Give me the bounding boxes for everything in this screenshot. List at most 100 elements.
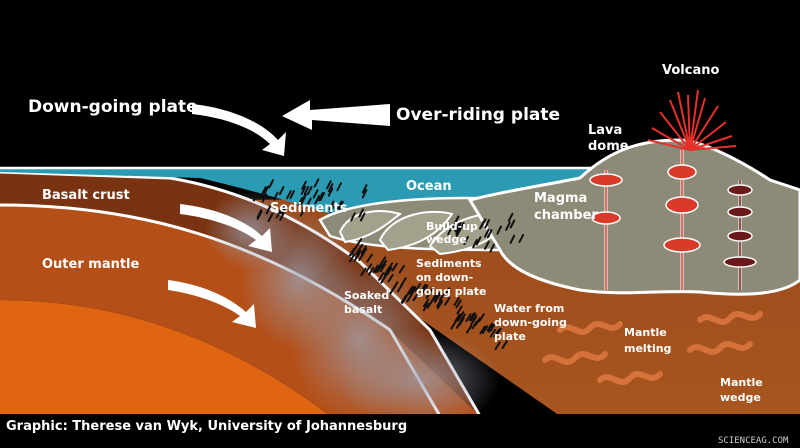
sediment-dash [306,197,312,207]
magma-chamber-body [467,138,800,296]
sediment-dash [456,313,463,322]
sediment-dash [398,264,405,274]
label-over-riding-plate: Over-riding plate [396,105,560,125]
build-up-wedge [318,196,522,256]
sediment-dash [436,298,443,308]
ocean-body [0,168,630,214]
sediment-dash [444,287,451,297]
label-sediments-down-line1: Sediments [416,257,482,270]
sediment-dash [301,193,307,203]
sediment-dash [360,267,367,277]
sediment-dash [303,185,310,196]
sediment-dash [261,193,268,203]
sediment-dash [387,273,394,283]
sediment-dash [252,192,259,202]
sediment-dash [489,243,496,253]
sediment-dash [351,244,358,254]
label-lava-dome-line1: Lava [588,123,622,138]
sediment-dash [466,324,473,334]
sediment-dash [392,281,399,291]
sediment-dash [368,266,375,276]
sediment-dash [358,208,364,218]
sediment-dash [386,262,394,272]
sediment-dash [475,236,482,246]
sediment-dash [261,186,267,196]
sediment-dash [436,300,443,310]
sediment-dash [348,253,356,263]
label-sediments: Sediments [270,201,348,216]
label-down-going-plate: Down-going plate [28,97,198,117]
sediment-dashes [252,178,525,351]
sediment-dash [479,220,485,230]
sediment-dash [444,297,451,306]
volcano-eruption [647,89,737,151]
sediment-dash [265,205,272,215]
label-build-up-wedge-line1: Build-up [426,220,478,233]
sediment-dash [433,292,441,301]
sediment-dash [495,327,502,337]
sediment-dash [472,239,478,249]
sediment-dash [396,283,404,293]
sediment-dash [378,272,385,281]
sediment-dash [493,329,500,338]
sediment-dash [299,207,306,217]
sediment-dash [328,200,335,210]
sediment-dash [456,305,463,315]
label-outer-mantle: Outer mantle [42,257,140,272]
sediment-dash [489,328,497,338]
sediment-dash [314,195,321,205]
sediment-dash [422,284,429,294]
sediment-dash [400,294,408,304]
sediment-dash [278,186,285,196]
sediment-dash [275,209,282,219]
sediment-dash [273,191,279,201]
sediment-dash [471,315,478,324]
sediment-dash [459,313,466,323]
sediment-dash [496,225,502,235]
sediment-dash [326,180,332,190]
sediment-dash [509,219,516,229]
sediment-dash [463,235,469,245]
sediment-dash [423,298,430,308]
sediment-dash [380,259,387,269]
sediment-dash [484,240,490,250]
sediment-dash [454,313,461,323]
sediment-dash [350,212,356,222]
sediment-dash [379,263,386,273]
sediment-dash [307,185,313,195]
sediment-dash [376,264,383,273]
sediment-dash [312,189,319,199]
label-mantle-melting-line2: melting [624,342,671,355]
sediment-dash [297,197,304,207]
sediment-dash [489,323,496,332]
sediment-dash [256,210,263,220]
sediment-dash [313,178,320,188]
sediment-dash [468,312,475,321]
sediment-dash [455,226,462,236]
sediment-dash [455,320,463,329]
deep-mantle [0,300,330,416]
sediment-dash [422,302,430,312]
sediment-dash [406,286,413,296]
sediment-dash [470,312,477,322]
sediment-dash [391,262,398,272]
sediment-dash [487,323,494,333]
label-volcano: Volcano [662,63,719,78]
sediment-dash [355,238,363,247]
sediment-dash [300,185,307,195]
sediment-dash [374,264,382,273]
sediment-dash [478,313,485,322]
sediment-dash [486,322,493,332]
sediment-dash [501,340,508,349]
mantle-melting-swirls [542,311,763,385]
label-basalt-crust: Basalt crust [42,188,130,203]
sediment-dash [406,293,413,303]
sediment-dash [509,234,516,244]
graphic-credit: Graphic: Therese van Wyk, University of … [6,419,407,434]
sediment-dash [372,264,379,274]
sediment-dash [494,341,501,351]
plate-motion-arrow-mantle [168,280,256,328]
watermark: SCIENCEAG.COM [718,436,789,446]
sediment-dash [329,204,336,214]
sediment-dash [327,187,334,197]
